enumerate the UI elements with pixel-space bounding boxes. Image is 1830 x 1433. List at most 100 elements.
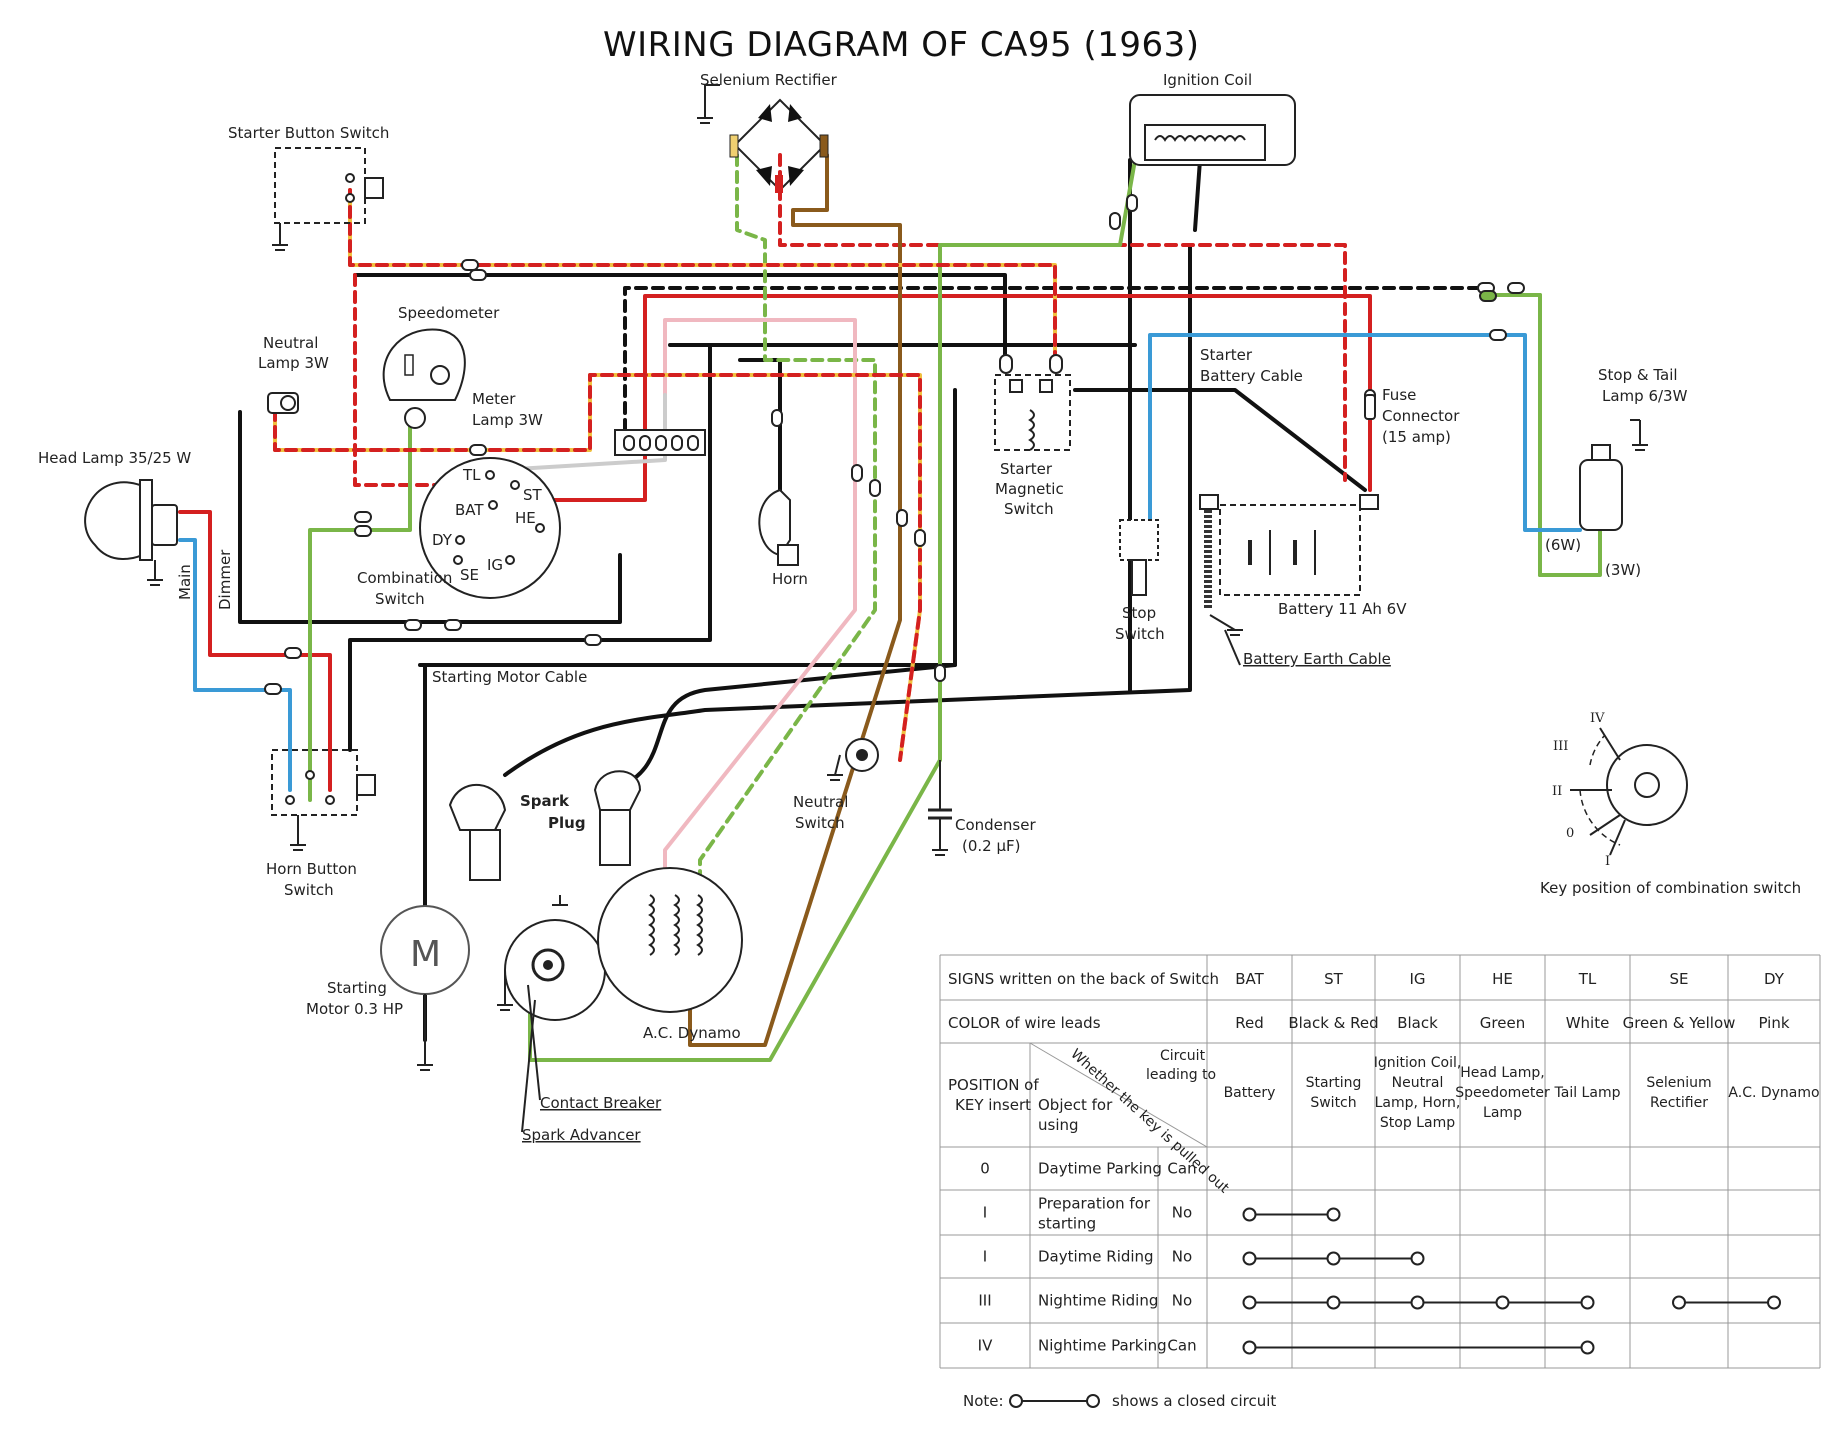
wire-striped-1b (348, 188, 1057, 362)
table-sign-BAT: BAT (1235, 970, 1264, 988)
table-row-pos: IV (978, 1337, 993, 1355)
table-row-object: Daytime Parking (1038, 1160, 1162, 1178)
table-circuit-HE: Head Lamp, (1460, 1065, 1544, 1081)
table-circuit-node (1326, 1207, 1341, 1222)
wire-black-dashed (623, 286, 1482, 432)
spark-advancer-label: Spark Advancer (522, 1126, 641, 1144)
table-color-ST: Black & Red (1288, 1014, 1378, 1032)
horn-button-switch: Horn Button Switch (266, 749, 376, 899)
fuse-connector-label-3: (15 amp) (1382, 428, 1451, 446)
starter-magnetic-switch-label-3: Switch (1004, 500, 1054, 518)
wire-red-2 (178, 510, 332, 792)
table-position-label-2: KEY insert (955, 1096, 1031, 1114)
table-color-SE: Green & Yellow (1623, 1014, 1736, 1032)
table-circuit-IG: Ignition Coil, (1374, 1055, 1462, 1071)
horn-button-switch-label-1: Horn Button (266, 860, 357, 878)
table-row-pulled: Can (1167, 1160, 1196, 1178)
condenser: Condenser (0.2 µF) (928, 760, 1036, 856)
combination-switch: TL ST BAT HE DY SE IG (419, 457, 561, 599)
table-row-pos: III (978, 1292, 991, 1310)
table-color-IG: Black (1397, 1014, 1438, 1032)
wire-black-12 (738, 358, 782, 502)
wire-red-dashed (778, 153, 1347, 482)
table-circuit-node (1767, 1295, 1781, 1310)
wire-red-black (353, 273, 452, 487)
starter-magnetic-switch-label-1: Starter (1000, 460, 1053, 478)
tail-6w-label: (6W) (1545, 536, 1581, 554)
fuse-connector: Fuse Connector (15 amp) (1364, 386, 1460, 446)
table-circuit-IG: Stop Lamp (1380, 1115, 1455, 1131)
head-lamp-label: Head Lamp 35/25 W (38, 449, 191, 467)
key-position-III: III (1553, 739, 1568, 754)
tail-3w-label: (3W) (1605, 561, 1641, 579)
spark-plug-label-1: Spark (520, 792, 570, 810)
main-label: Main (176, 564, 194, 600)
wire-striped-2 (273, 373, 922, 762)
wire-black-10 (348, 343, 712, 752)
meter-lamp-label-1: Meter (472, 390, 516, 408)
table-circuit-HE: Speedometer (1455, 1085, 1550, 1101)
neutral-lamp: Neutral Lamp 3W (258, 334, 329, 414)
note-label: Note: (963, 1392, 1004, 1410)
table-row-object: Daytime Riding (1038, 1248, 1154, 1266)
wire-green-tail (1538, 293, 1602, 577)
wire-blue-1 (1148, 333, 1582, 557)
table-sign-ST: ST (1324, 970, 1344, 988)
key-position-0: 0 (1566, 826, 1574, 841)
connectors (264, 194, 1525, 695)
key-position-caption: Key position of combination switch (1540, 879, 1801, 897)
table-circuit-node (1326, 1295, 1341, 1310)
ignition-coil-label: Ignition Coil (1163, 71, 1252, 89)
table-row-color-label: COLOR of wire leads (948, 1014, 1101, 1032)
starter-battery-cable-label-1: Starter (1200, 346, 1253, 364)
stop-switch: Stop Switch (1115, 519, 1165, 643)
key-position-IV: IV (1590, 711, 1605, 726)
wire-black-1 (353, 273, 1007, 357)
condenser-label-1: Condenser (955, 816, 1036, 834)
fuse-connector-label-2: Connector (1382, 407, 1460, 425)
stop-tail-lamp: Stop & Tail Lamp 6/3W (6W) (3W) (1545, 366, 1688, 579)
table-circuit-node (1580, 1295, 1595, 1310)
wire-black-11 (238, 410, 622, 624)
wire-brown (688, 153, 902, 1047)
speedometer-label: Speedometer (398, 304, 500, 322)
starting-motor: M Starting Motor 0.3 HP (306, 905, 470, 1071)
selenium-rectifier: Selenium Rectifier (697, 71, 838, 193)
table-circuit-ST: Switch (1310, 1095, 1356, 1111)
stop-switch-label-1: Stop (1122, 604, 1156, 622)
neutral-switch-label-2: Switch (795, 814, 845, 832)
table-position-label-1: POSITION of (948, 1076, 1039, 1094)
table-color-HE: Green (1480, 1014, 1525, 1032)
table-row-pulled: No (1172, 1248, 1192, 1266)
table-circuit-TL: Tail Lamp (1554, 1085, 1621, 1101)
table-row-pulled: Can (1167, 1337, 1196, 1355)
spark-plug-label-2: Plug (548, 814, 586, 832)
table-row-pos: I (983, 1204, 987, 1222)
table-sign-TL: TL (1578, 970, 1597, 988)
table-circuit-label-1: Circuit (1160, 1048, 1206, 1064)
table-row-pos: I (983, 1248, 987, 1266)
table-circuit-label-2: leading to (1146, 1067, 1216, 1083)
wire-white (498, 393, 667, 472)
starter-button-switch: Starter Button Switch (228, 124, 389, 251)
key-position-II: II (1552, 784, 1562, 799)
neutral-lamp-label-2: Lamp 3W (258, 354, 329, 372)
table-object-label-2: using (1038, 1116, 1079, 1134)
table-circuit-node (1672, 1295, 1686, 1310)
wire-striped-2b (273, 373, 922, 762)
neutral-lamp-label-1: Neutral (263, 334, 318, 352)
starter-battery-cable-label-2: Battery Cable (1200, 367, 1303, 385)
starter-button-switch-label: Starter Button Switch (228, 124, 389, 142)
table-circuit-node (1242, 1207, 1257, 1222)
contact-breaker: Contact Breaker Spark Advancer (497, 919, 662, 1144)
table-circuit-ST: Starting (1306, 1075, 1362, 1091)
starting-motor-label-2: Motor 0.3 HP (306, 1000, 403, 1018)
ignition-coil: Ignition Coil (1129, 71, 1296, 166)
starting-motor-label-1: Starting (327, 979, 387, 997)
meter-lamp-label-2: Lamp 3W (472, 411, 543, 429)
wire-black-3 (1073, 388, 1367, 492)
table-note: Note: shows a closed circuit (963, 1392, 1276, 1410)
table-row-object: Nightime Riding (1038, 1292, 1158, 1310)
table-circuit-IG: Neutral (1392, 1075, 1444, 1091)
key-position-I: I (1605, 854, 1610, 869)
